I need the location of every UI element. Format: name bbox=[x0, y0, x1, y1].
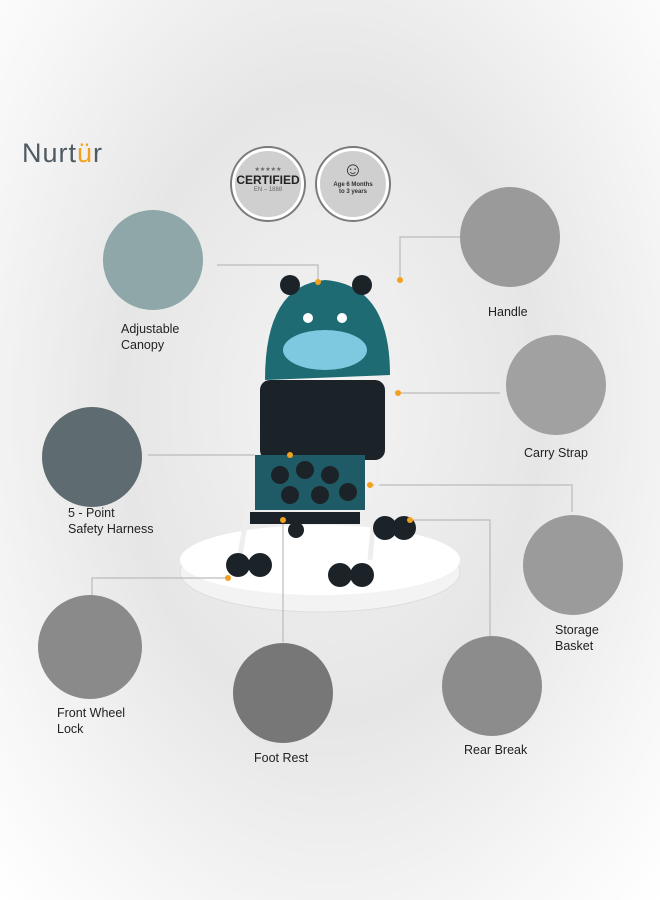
label-line: Lock bbox=[57, 722, 84, 736]
carry-strap-detail-image bbox=[506, 335, 606, 435]
label-line: Adjustable bbox=[121, 322, 180, 336]
age-line1: Age 6 Months bbox=[333, 182, 373, 188]
foot-rest-detail-image bbox=[233, 643, 333, 743]
badge-title: CERTIFIED bbox=[236, 173, 300, 187]
front-wheel-detail-image bbox=[38, 595, 142, 699]
certified-badge: ★★★★★ CERTIFIED EN – 1888 bbox=[232, 148, 304, 220]
handle-label: Handle bbox=[488, 305, 528, 319]
badge-stars: ★★★★★ bbox=[254, 167, 282, 173]
label-line: Canopy bbox=[121, 338, 165, 352]
label-line: Front Wheel bbox=[57, 706, 126, 720]
label-line: 5 - Point bbox=[68, 506, 115, 520]
brand-logo: Nurtür bbox=[22, 138, 103, 169]
harness-detail-image bbox=[42, 407, 142, 507]
age-line2: to 3 years bbox=[338, 189, 368, 195]
rear-break-label: Rear Break bbox=[464, 743, 528, 757]
label-line: Safety Harness bbox=[68, 522, 154, 536]
logo-text: Nurt bbox=[22, 138, 78, 168]
handle-detail-image bbox=[460, 187, 560, 287]
label-line: Storage bbox=[555, 623, 599, 637]
foot-rest-label: Foot Rest bbox=[254, 751, 309, 765]
rear-break-detail-image bbox=[442, 636, 542, 736]
age-badge: ☺ Age 6 Months to 3 years bbox=[317, 148, 389, 220]
badge-standard: EN – 1888 bbox=[253, 187, 283, 193]
label-line: Basket bbox=[555, 639, 594, 653]
canopy-detail-image bbox=[103, 210, 203, 310]
logo-accent: ü bbox=[77, 138, 94, 168]
baby-face-icon: ☺ bbox=[342, 159, 364, 181]
logo-text-end: r bbox=[93, 138, 104, 168]
carry-strap-label: Carry Strap bbox=[524, 446, 588, 460]
storage-basket-detail-image bbox=[523, 515, 623, 615]
